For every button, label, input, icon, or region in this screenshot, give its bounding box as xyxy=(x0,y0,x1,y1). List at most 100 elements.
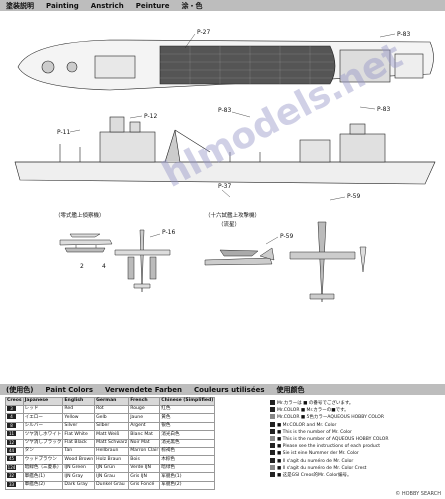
cell-en: IJN Gray xyxy=(62,472,96,482)
callout-p37: P-37 xyxy=(218,183,231,190)
callout-p83c: P-83 xyxy=(218,107,231,114)
ship-side-view xyxy=(14,116,436,185)
cell-en: Flat Black xyxy=(62,438,96,448)
note-text: ■ Mr.COLOR and Mr. Color xyxy=(277,422,337,428)
color-code: 12 xyxy=(7,439,16,445)
square-marker-icon xyxy=(270,443,275,449)
note-line: ■ Il s'agit du numéro de Mr. Color xyxy=(270,457,440,465)
color-code: 32 xyxy=(7,473,16,479)
note-text: Mr.COLOR ■ Mr.カラーの■です。 xyxy=(277,408,349,414)
col-english: English xyxy=(62,397,96,406)
cell-en: Wood Brown xyxy=(62,455,96,465)
cell-cn: 军舰色(1) xyxy=(159,472,216,482)
col-french: French xyxy=(128,397,161,406)
cell-en: Tan xyxy=(62,446,96,457)
colors-header-fr: Couleurs utilisées xyxy=(194,385,265,394)
cell-jp: ツヤ消しブラック xyxy=(22,438,64,448)
cell-en: Red xyxy=(62,404,96,415)
painting-header: 塗装説明 Painting Anstrich Peinture 涂・色 xyxy=(0,0,445,11)
cell-de: Dunkel Grau xyxy=(94,480,130,490)
col-chinese: Chinese (Simplified) xyxy=(159,397,216,406)
cell-fr: Blanc Mat xyxy=(128,430,161,440)
cell-en: Dark Gray xyxy=(62,480,96,490)
cell-en: Flat White xyxy=(62,430,96,440)
cell-cn: 军舰色(2) xyxy=(159,480,216,490)
cell-fr: Marron Clair xyxy=(128,446,161,457)
cell-fr: Noir Mat xyxy=(128,438,161,448)
callout-p27: P-27 xyxy=(197,29,210,36)
float-plane-group xyxy=(59,229,171,293)
callout-p83b: P-83 xyxy=(377,106,390,113)
caption-left: （零式艦上偵察機） xyxy=(55,211,105,219)
cell-de: IJN Grün xyxy=(94,463,130,474)
colors-header-en: Paint Colors xyxy=(45,385,94,394)
cell-cn: 棕褐色 xyxy=(159,446,216,457)
color-table: Creos Japanese English German French Chi… xyxy=(5,397,216,490)
note-text: ■ 这是GSI Creos的Mr. Color编号。 xyxy=(277,473,352,479)
cell-jp: イエロー xyxy=(22,413,64,423)
col-japanese: Japanese xyxy=(22,397,64,406)
color-code: 8 xyxy=(7,422,16,428)
cell-fr: Gris Foncé xyxy=(128,480,161,490)
cell-jp: ウッドブラウン xyxy=(22,455,64,465)
cell-de: Matt Schwarz xyxy=(94,438,130,448)
note-text: ■ Il s'agit du numéro de Mr. Color xyxy=(277,458,354,464)
note-line: ■ Mr.COLOR and Mr. Color xyxy=(270,421,440,429)
cell-cn: 暗绿色 xyxy=(159,463,216,474)
callout-p59b: P-59 xyxy=(280,233,293,240)
note-line: Mr.COLOR ■ 5色カラーAQUEOUS HOBBY COLOR xyxy=(270,414,440,421)
cell-jp: ツヤ消しホワイト xyxy=(22,430,64,440)
note-line: ■ This is the number of Mr. Color xyxy=(270,428,440,436)
callout-p11: P-11 xyxy=(57,129,70,136)
square-marker-icon xyxy=(270,464,275,470)
cell-de: Holz Braun xyxy=(94,455,130,465)
cell-jp: 軍艦色(2) xyxy=(22,480,64,490)
cell-de: Matt Weiß xyxy=(94,430,130,440)
cell-fr: Jaune xyxy=(128,413,161,423)
cell-fr: Verde IJN xyxy=(128,463,161,474)
attack-plane-group xyxy=(204,221,367,303)
cell-jp: レッド xyxy=(22,404,64,415)
header-fr: Peinture xyxy=(135,1,170,10)
square-marker-icon xyxy=(270,407,275,413)
cell-fr: Gris IJN xyxy=(128,472,161,482)
cell-cn: 消光黑色 xyxy=(159,438,216,448)
ship-top-view xyxy=(17,39,434,91)
square-marker-icon xyxy=(270,400,275,405)
caption-right-sub: （流星） xyxy=(218,220,240,228)
cell-de: IJN Grau xyxy=(94,472,130,482)
color-code: 3 xyxy=(7,405,16,411)
note-text: ■ Sie ist eine Nummer der Mr. Color xyxy=(277,451,359,457)
cell-de: Rot xyxy=(94,404,130,415)
col-creos: Creos xyxy=(5,397,24,406)
cell-fr: Bois xyxy=(128,455,161,465)
note-text: ■ Il s'agit du numéro de Mr. Color Crest xyxy=(277,465,367,471)
note-text: Mr.COLOR ■ 5色カラーAQUEOUS HOBBY COLOR xyxy=(277,415,384,421)
square-marker-icon xyxy=(270,428,275,434)
col-german: German xyxy=(94,397,130,406)
cell-jp: 軍艦色(1) xyxy=(22,472,64,482)
cell-cn: 消光白色 xyxy=(159,430,216,440)
header-cn: 涂・色 xyxy=(181,1,203,10)
note-line: Mr.カラーは ■ の番号でございます。 xyxy=(270,400,440,407)
note-text: ■ This is the number of Mr. Color xyxy=(277,429,352,435)
header-de: Anstrich xyxy=(90,1,124,10)
colors-header-cn: 使用颜色 xyxy=(276,385,305,394)
note-line: Mr.COLOR ■ Mr.カラーの■です。 xyxy=(270,407,440,414)
cell-cn: 木棕色 xyxy=(159,455,216,465)
color-code: 4 xyxy=(7,414,16,420)
cell-jp: 暗緑色（三菱系） xyxy=(22,463,64,474)
footer-credit: © HOBBY SEARCH xyxy=(395,491,441,497)
cell-de: Silber xyxy=(94,421,130,432)
cell-fr: Rouge xyxy=(128,404,161,415)
colors-header-jp: (使用色) xyxy=(6,385,34,394)
cell-jp: シルバー xyxy=(22,421,64,432)
callout-p2: 2 xyxy=(80,263,84,270)
